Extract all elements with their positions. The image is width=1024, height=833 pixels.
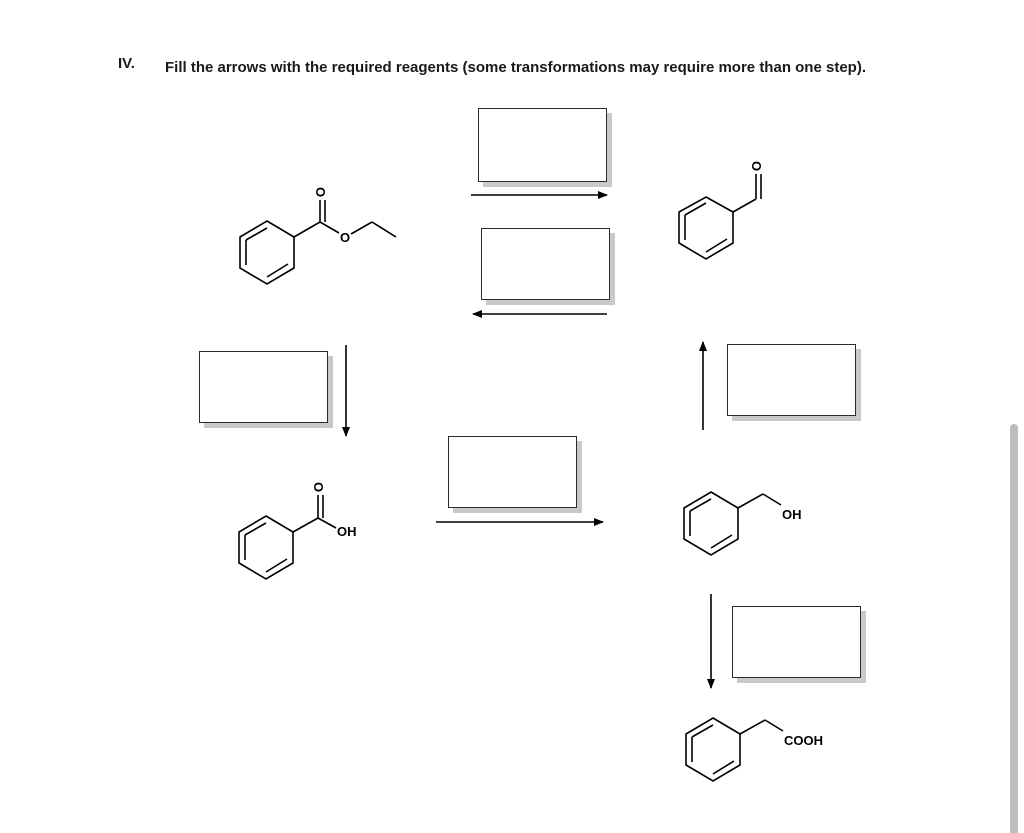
reagent-box-acid-to-alcohol[interactable] <box>448 436 577 508</box>
acid-hydroxyl: OH <box>337 524 357 539</box>
benzyl-alcohol-structure <box>683 491 782 556</box>
vertical-scrollbar[interactable] <box>1010 424 1018 833</box>
acid-carbonyl-o: O <box>311 482 326 492</box>
reagent-box-ester-to-benzoic-acid[interactable] <box>199 351 328 423</box>
phenylacetic-cooh: COOH <box>784 733 823 748</box>
benzaldehyde-structure <box>678 174 762 260</box>
reagent-box-aldehyde-to-ester[interactable] <box>481 228 610 300</box>
alcohol-hydroxyl: OH <box>782 507 802 522</box>
reagent-box-ester-to-aldehyde[interactable] <box>478 108 607 182</box>
ester-ether-o: O <box>340 230 350 245</box>
ester-carbonyl-o: O <box>313 187 328 197</box>
question-number: IV. <box>118 55 135 72</box>
phenylacetic-acid-structure <box>685 717 784 782</box>
benzoic-acid-structure <box>238 495 337 580</box>
question-prompt: Fill the arrows with the required reagen… <box>165 59 866 76</box>
aldehyde-carbonyl-o: O <box>749 161 764 171</box>
reagent-box-alcohol-to-phenylacetic[interactable] <box>732 606 861 678</box>
ethyl-benzoate-structure <box>239 200 397 285</box>
reagent-box-alcohol-to-aldehyde[interactable] <box>727 344 856 416</box>
